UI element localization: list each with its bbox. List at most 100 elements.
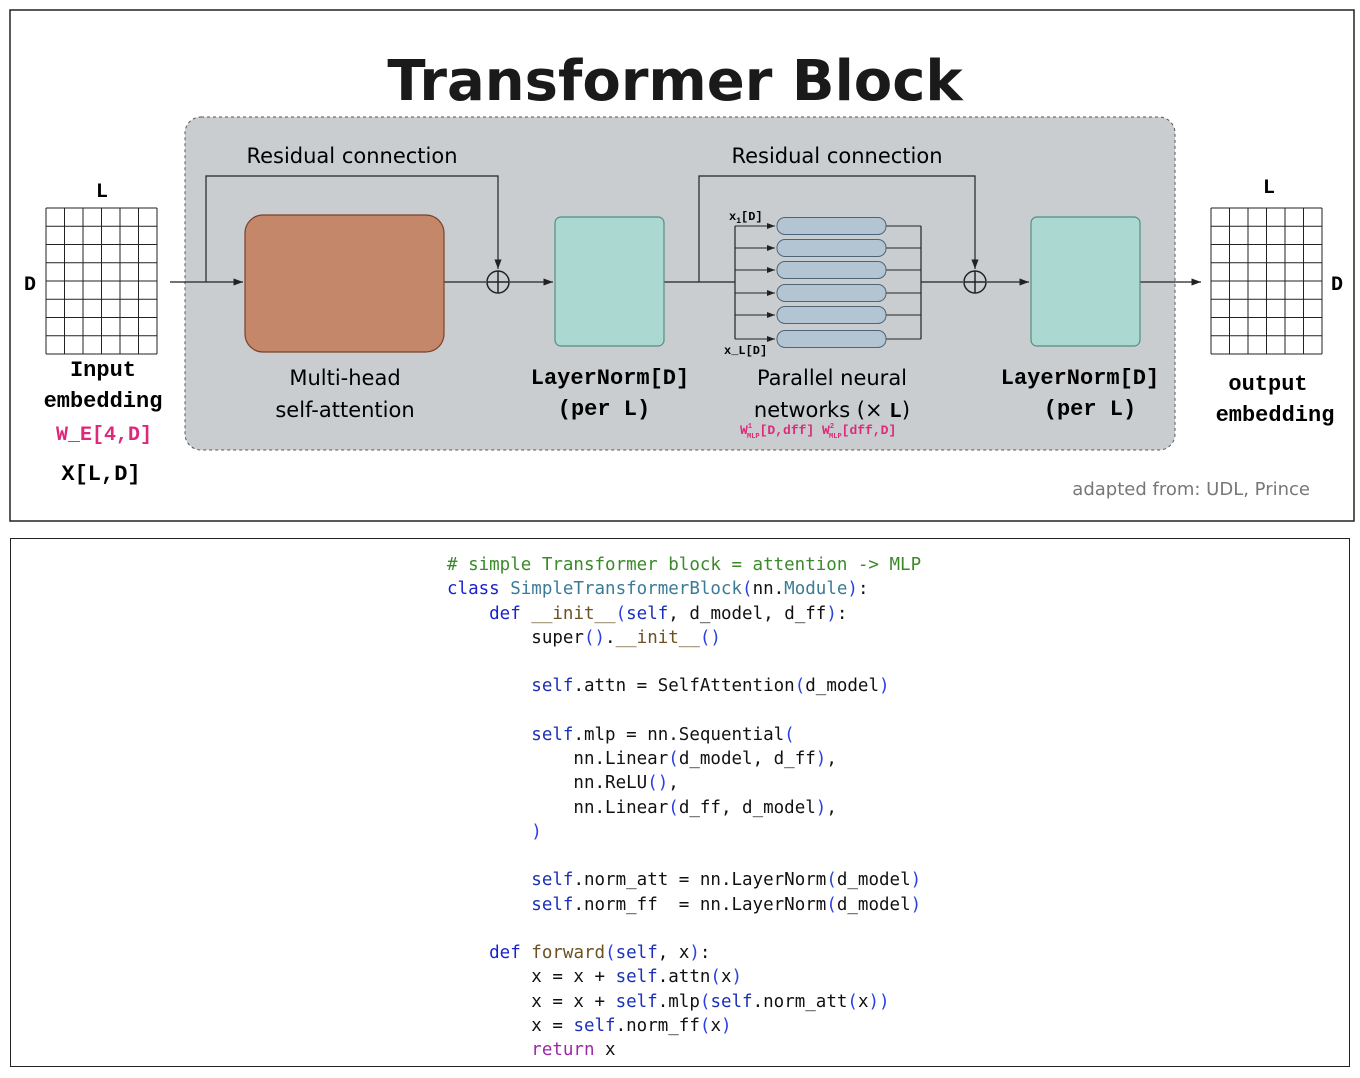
code-token: ) — [826, 603, 837, 624]
transformer-panel — [184, 116, 1176, 451]
code-line: self.norm_ff = nn.LayerNorm(d_model) — [447, 893, 921, 917]
code-token: x — [605, 1040, 616, 1060]
layernorm-1-sub: (per L) — [558, 397, 650, 422]
input-embedding-grid — [45, 207, 158, 355]
code-token: d_model, d_ff — [678, 749, 816, 769]
mlp-label-1: Parallel neural — [757, 366, 907, 390]
code-token: ( — [710, 967, 721, 988]
mlp-xL-label: x_L[D] — [724, 344, 767, 358]
mlp-unit — [776, 284, 887, 302]
input-label-1: Input — [70, 358, 136, 383]
code-token: ) — [447, 821, 542, 842]
code-token: ( — [668, 797, 679, 818]
code-token: nn.Linear — [447, 749, 669, 769]
code-token: : — [699, 943, 711, 963]
code-line: x = self.norm_ff(x) — [447, 1014, 921, 1038]
code-token: ) — [815, 749, 827, 769]
code-token: .norm_att — [752, 991, 848, 1012]
layernorm-1-block — [554, 216, 665, 347]
input-L-label: L — [96, 181, 108, 204]
code-line: return x — [447, 1038, 921, 1062]
code-line: def __init__(self, d_model, d_ff): — [447, 602, 921, 626]
code-token: ) — [879, 676, 890, 697]
data-flow-lines — [170, 175, 1201, 339]
code-token: x = x + — [447, 967, 616, 988]
code-token: : — [857, 579, 869, 600]
output-label-2: embedding — [1216, 403, 1335, 428]
mlp-unit — [776, 239, 887, 257]
code-token: x — [857, 991, 869, 1012]
code-token: x = x + — [447, 991, 616, 1012]
code-token: forward — [531, 943, 606, 963]
code-token: .norm_att = nn.LayerNorm — [573, 870, 827, 891]
code-line: super().__init__() — [447, 626, 921, 650]
diagram-title: Transformer Block — [387, 49, 964, 114]
residual-label-2: Residual connection — [731, 144, 942, 168]
code-token: , — [826, 749, 837, 769]
code-token: , — [668, 773, 679, 794]
layernorm-2-block — [1030, 216, 1141, 347]
code-token: nn. — [752, 579, 785, 600]
code-token: return — [447, 1040, 606, 1060]
code-line: self.norm_att = nn.LayerNorm(d_model) — [447, 868, 921, 892]
code-token: ( — [615, 603, 627, 624]
code-token: () — [583, 627, 606, 648]
code-token: ) — [910, 870, 922, 891]
code-token: def — [447, 603, 532, 624]
code-token: class — [447, 579, 511, 600]
code-token: ) — [731, 967, 743, 988]
code-token: , x — [657, 943, 690, 963]
code-token: .attn = SelfAttention — [573, 676, 795, 697]
code-token: ( — [784, 724, 795, 745]
code-token: self — [710, 991, 753, 1012]
code-token: .mlp = nn.Sequential — [573, 724, 785, 745]
code-token: ) — [720, 1015, 732, 1036]
code-line: nn.ReLU(), — [447, 771, 921, 795]
mlp-unit — [776, 306, 887, 324]
code-token: self — [615, 943, 658, 963]
attention-label-1: Multi-head — [289, 366, 400, 390]
code-token: d_model — [836, 894, 911, 915]
code-listing: # simple Transformer block = attention -… — [447, 553, 921, 1062]
code-line: self.attn = SelfAttention(d_model) — [447, 674, 921, 698]
code-token: ( — [605, 943, 616, 963]
code-token: () — [699, 627, 721, 648]
code-token: ( — [668, 749, 679, 769]
output-L-label: L — [1263, 177, 1275, 200]
code-token: super — [447, 627, 584, 648]
code-token: ( — [826, 894, 837, 915]
code-token: x = — [447, 1015, 574, 1036]
layernorm-2-sub: (per L) — [1044, 397, 1136, 422]
code-token: def — [447, 943, 532, 963]
input-shape-label: X[L,D] — [61, 462, 140, 487]
mlp-unit — [776, 330, 887, 348]
code-token: ( — [826, 870, 837, 891]
residual-label-1: Residual connection — [246, 144, 457, 168]
code-token: x — [720, 967, 732, 988]
transformer-block-diagram: Transformer Block L D Input embedding W_… — [9, 9, 1355, 522]
code-token: : — [836, 603, 848, 624]
code-token: self — [447, 676, 574, 697]
credit-text: adapted from: UDL, Prince — [1072, 479, 1310, 500]
code-token: ( — [794, 676, 806, 697]
code-token: nn.Linear — [447, 797, 669, 818]
code-token: self — [447, 870, 574, 891]
code-token: .attn — [657, 967, 711, 988]
code-token: SimpleTransformerBlock — [510, 579, 743, 600]
code-line: nn.Linear(d_ff, d_model), — [447, 796, 921, 820]
code-line: def forward(self, x): — [447, 941, 921, 965]
code-token: __init__ — [531, 603, 616, 624]
code-token: ) — [815, 797, 827, 818]
code-token: self — [615, 991, 658, 1012]
code-line: x = x + self.attn(x) — [447, 965, 921, 989]
attention-block — [244, 214, 445, 353]
layernorm-2-label: LayerNorm[D] — [1001, 366, 1159, 391]
parallel-mlps — [735, 217, 921, 348]
code-token: () — [647, 773, 669, 794]
code-token: self — [573, 1015, 616, 1036]
code-token: .norm_ff = nn.LayerNorm — [573, 894, 827, 915]
code-token: ( — [742, 579, 753, 600]
code-token: ) — [847, 579, 858, 600]
code-token: self — [615, 967, 658, 988]
